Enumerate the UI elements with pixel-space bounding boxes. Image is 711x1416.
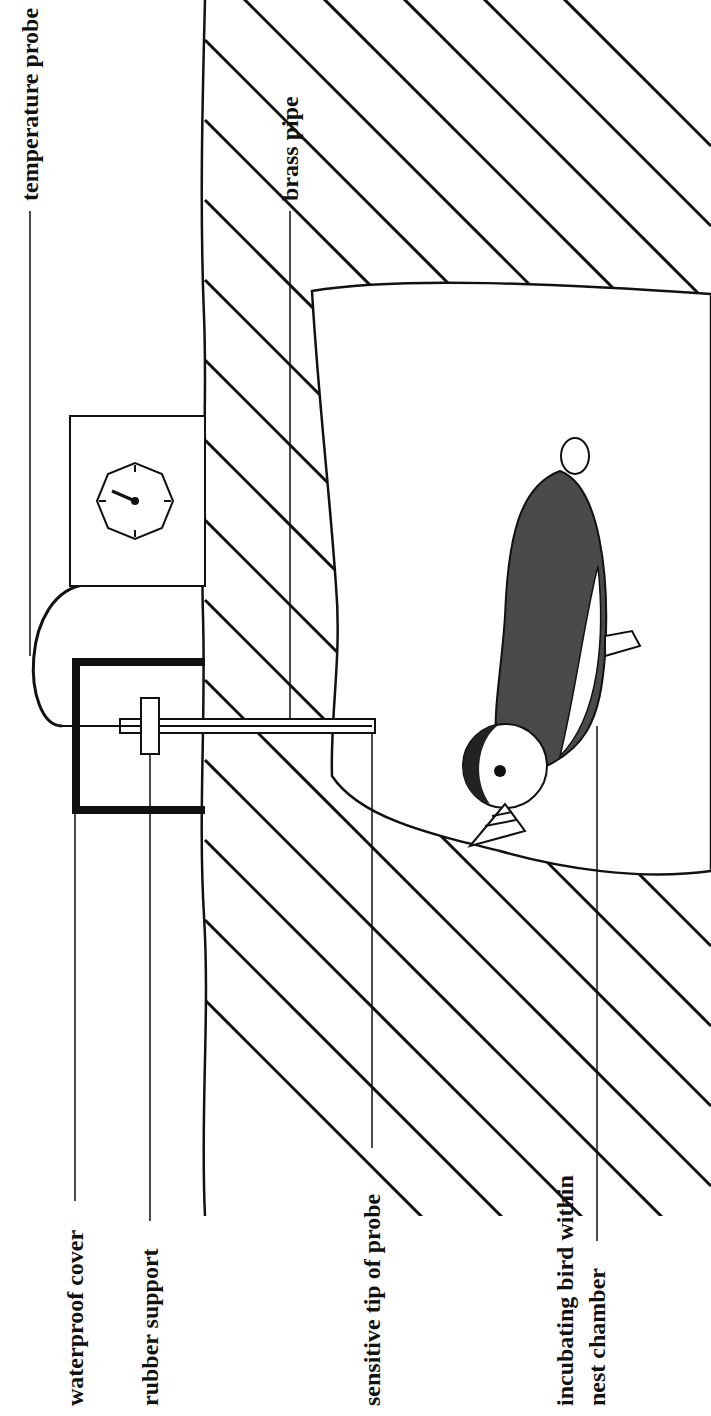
dial-gauge — [97, 463, 173, 539]
part-label: rubber support — [134, 1206, 166, 1406]
probe-cable — [33, 584, 88, 726]
gauge-box — [70, 416, 205, 586]
part-label: temperature probe — [14, 1, 46, 201]
ground-surface — [202, 0, 206, 1216]
part-label: waterproof cover — [59, 1206, 91, 1406]
part-label: brass pipe — [274, 1, 306, 201]
part-label: incubating bird within nest chamber — [549, 1156, 613, 1406]
puffin — [463, 438, 640, 846]
probe-wire — [60, 725, 372, 727]
leader-lines — [30, 211, 597, 1241]
part-label: sensitive tip of probe — [356, 1146, 388, 1406]
waterproof-cover — [76, 662, 205, 810]
soil-hatching — [205, 0, 711, 1416]
rubber-support — [141, 698, 159, 754]
